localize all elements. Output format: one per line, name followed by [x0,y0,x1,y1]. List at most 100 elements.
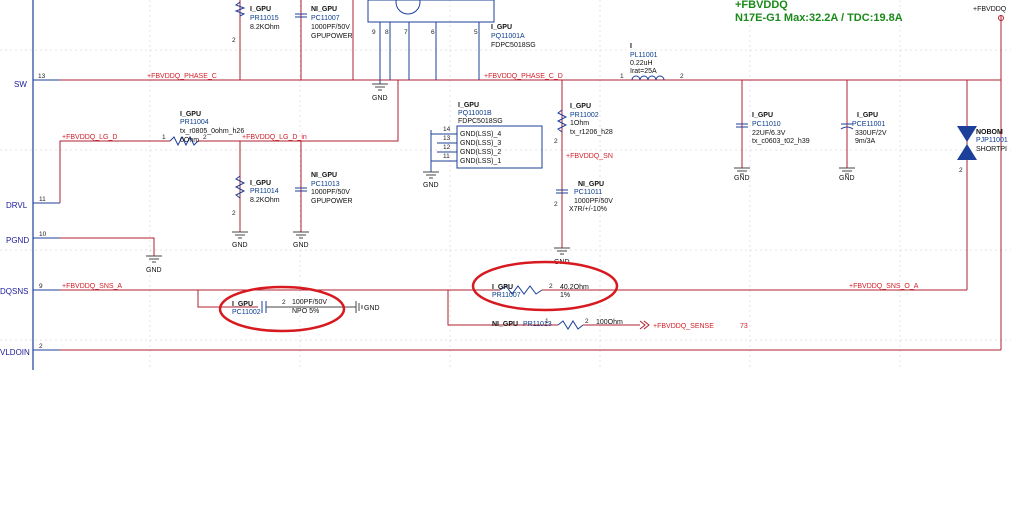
pq11001b-value: FDPC5018SG [458,118,503,125]
port-drvl-label: DRVL [6,201,28,210]
pc11002-gnd: GND [364,305,380,312]
pq11001b: I_GPU PQ11001B FDPC5018SG GND(LSS)_4 GND… [430,102,543,172]
pc11013-note: GPUPOWER [311,198,353,205]
pc11007-dept: NI_GPU [311,6,337,13]
pr11014-dept: I_GPU [250,180,271,187]
highlight-pc11002 [218,285,346,333]
svg-text:GND(LSS)_2: GND(LSS)_2 [460,149,501,156]
port-vldoin-label: VLDOIN [0,348,30,357]
gnd-symbol-pr11014: GND [232,231,248,249]
pr11004-ref: PR11004 [180,119,209,126]
pc11002-value: 100PF/50V [292,299,327,306]
svg-text:GND: GND [734,175,750,182]
pce11001-ref: PCE11001 [852,121,885,128]
svg-text:GND(LSS)_4: GND(LSS)_4 [460,131,501,138]
pr11002-value: 1Ohm [570,120,589,127]
pr11007-ref: PR11007 [492,292,521,299]
pr11002-pin: 2 [554,138,558,145]
pr11014-pin: 2 [232,210,236,217]
pc11011-pin: 2 [554,201,558,208]
svg-text:9: 9 [372,29,376,36]
gnd-symbol-pq-b: GND [423,171,439,189]
pr11013-value: 100Ohm [596,319,623,326]
svg-text:7: 7 [404,29,408,36]
pc11011-value: 1000PF/50V [574,198,613,205]
pr11002-dept: I_GPU [570,103,591,110]
pc11013-value: 1000PF/50V [311,189,350,196]
svg-text:1: 1 [162,134,166,141]
highlight-pr11007 [471,260,619,312]
port-dqsns-label: DQSNS [0,287,28,296]
gnd-symbol-pc11013: GND [293,231,309,249]
pc11011-ref: PC11011 [574,189,602,196]
pl11001-note: Irat=25A [630,68,657,75]
pc11007-ref: PC11007 [311,15,340,22]
gnd-symbol-pq: GND [372,83,388,102]
pce11001-value: 330UF/2V [855,130,887,137]
pc11010-note: tx_c0603_t02_h39 [752,138,810,145]
pr11015-ref: PR11015 [250,15,279,22]
pc11002-note: NPO 5% [292,308,319,315]
pc11007-note: GPUPOWER [311,33,353,40]
net-lg-d: +FBVDDQ_LG_D [62,134,117,141]
pr11002-ref: PR11002 [570,112,599,119]
pc11010-value: 22UF/6.3V [752,130,786,137]
pr11007-dept: I_GPU [492,284,513,291]
pc11010-ref: PC11010 [752,121,781,128]
svg-text:2: 2 [585,318,589,325]
pr11004-value: tx_r0805_0ohm_h26 [180,128,244,135]
rail-terminal [998,15,1004,21]
svg-text:12: 12 [443,144,451,151]
svg-text:6: 6 [431,29,435,36]
pq11001a-value: FDPC5018SG [491,42,536,49]
rail-title: +FBVDDQ [735,0,788,11]
pc11010-dept: I_GPU [752,112,773,119]
port-pgnd-label: PGND [6,236,29,245]
pr11007-note: 1% [560,292,570,299]
svg-text:1: 1 [620,73,624,80]
pr11014-ref: PR11014 [250,188,279,195]
pr11004-value2: 0Ohm [180,137,199,144]
pr11002-note: tx_r1206_h28 [570,129,613,136]
pc11002-dept: I_GPU [232,301,253,308]
pl11001-ref: PL11001 [630,52,658,59]
pr11004-dept: I_GPU [180,111,201,118]
pq11001a-dept: I_GPU [491,24,512,31]
port-drvl-pin: 11 [39,196,46,203]
pc11011-note: X7R/+/-10% [569,206,607,213]
rail-spec: N17E-G1 Max:32.2A / TDC:19.8A [735,12,903,24]
gnd-symbol-pgnd: GND [146,255,162,274]
pjp11001-pin: 2 [959,167,963,174]
port-sw-pin: 13 [38,73,46,80]
svg-text:GND: GND [423,182,439,189]
svg-text:13: 13 [443,135,451,142]
pjp11001: NOBOM PJP11001 SHORTPI 2 [957,80,1008,290]
pr11015-value: 8.2KOhm [250,24,280,31]
pq11001a-ref: PQ11001A [491,33,525,40]
svg-text:2: 2 [282,299,286,306]
net-phase-c-d: +FBVDDQ_PHASE_C_D [484,73,563,80]
net-sense-ref: 73 [740,323,748,330]
net-sns-o-a: +FBVDDQ_SNS_O_A [849,283,919,290]
pr11013-dept: NI_GPU [492,321,518,328]
svg-text:14: 14 [443,126,451,133]
svg-text:5: 5 [474,29,478,36]
port-vldoin-pin: 2 [39,343,43,350]
grid [0,0,1011,370]
pjp11001-ref: PJP11001 [976,137,1008,144]
svg-text:GND(LSS)_1: GND(LSS)_1 [460,158,501,165]
pr11015-dept: I_GPU [250,6,271,13]
pl11001-value: 0.22uH [630,60,653,67]
pc11013-ref: PC11013 [311,181,340,188]
net-phase-c: +FBVDDQ_PHASE_C [147,73,217,80]
svg-text:1: 1 [545,318,549,325]
rail-tag-top-right: +FBVDDQ [973,6,1007,13]
svg-text:2: 2 [680,73,684,80]
pl11001: I PL11001 0.22uH Irat=25A 1 2 [620,43,684,81]
svg-text:GND: GND [146,267,162,274]
port-pgnd-pin: 10 [39,231,47,238]
net-lg-d-in: +FBVDDQ_LG_D_in [242,134,307,141]
pr11013-ref: PR11013 [523,321,552,328]
svg-text:2: 2 [203,134,207,141]
